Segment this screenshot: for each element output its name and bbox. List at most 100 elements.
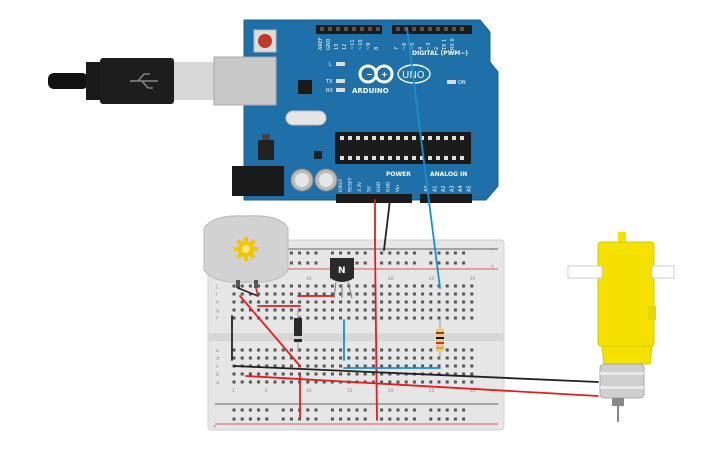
breadboard-hole [388,372,392,376]
breadboard-hole [412,300,416,304]
wire-red-diagonal [239,295,301,367]
breadboard-hole [281,364,285,368]
wire-black-motor-long [233,365,599,383]
breadboard-hole [273,292,277,296]
breadboard-hole [314,316,318,320]
gear-icon [234,237,258,261]
breadboard-hole [371,372,375,376]
breadboard-hole [273,316,277,320]
breadboard-hole [412,308,416,312]
breadboard-hole [363,316,367,320]
top-pin-label: RX 0 [450,38,456,50]
capacitors [290,168,338,192]
breadboard-hole [314,356,318,360]
digital-label: DIGITAL (PWM~) [412,50,468,57]
breadboard-hole [437,372,441,376]
breadboard-hole [380,316,384,320]
breadboard-hole [453,284,457,288]
breadboard-hole [388,356,392,360]
dc-motor[interactable] [203,215,289,288]
breadboard-hole [248,284,252,288]
breadboard-hole [265,348,269,352]
breadboard-hole [462,372,466,376]
analog-pin-label: A3 [450,185,456,192]
breadboard-hole [347,348,351,352]
breadboard-hole [257,308,261,312]
breadboard-hole [248,308,252,312]
breadboard-hole [453,348,457,352]
rail-hole [363,408,367,412]
power-pin-label: 5V [367,185,373,192]
npn-transistor[interactable]: N [330,258,354,299]
breadboard-hole [453,308,457,312]
breadboard-hole [396,292,400,296]
breadboard-hole [355,356,359,360]
rail-hole [355,408,359,412]
rail-hole [289,417,293,421]
analog-header [420,194,472,203]
rail-hole [347,251,351,255]
breadboard-hole [322,348,326,352]
breadboard-hole [322,308,326,312]
rail-hole [298,261,302,265]
resistor[interactable] [436,320,444,360]
breadboard-hole [462,316,466,320]
rail-hole [462,261,466,265]
breadboard-hole [306,300,310,304]
breadboard-hole [445,316,449,320]
breadboard-hole [412,316,416,320]
rail-hole [429,261,433,265]
breadboard-hole [404,316,408,320]
rail-hole [281,408,285,412]
rail-hole [445,261,449,265]
row-letter: e [216,348,220,354]
breadboard-hole [371,284,375,288]
breadboard-hole [273,308,277,312]
reset-button[interactable] [253,29,277,53]
breadboard-hole [396,364,400,368]
breadboard-hole [306,316,310,320]
breadboard-hole [453,364,457,368]
usb-chip [298,80,312,94]
breadboard-hole [453,316,457,320]
breadboard-hole [355,284,359,288]
breadboard-hole [298,308,302,312]
rail-hole [265,408,269,412]
breadboard-hole [429,308,433,312]
breadboard-hole [404,356,408,360]
breadboard-hole [380,380,384,384]
breadboard-hole [240,292,244,296]
rail-hole [257,408,261,412]
row-letter: h [216,300,220,306]
breadboard-hole [396,308,400,312]
breadboard-hole [306,348,310,352]
breadboard-hole [453,292,457,296]
breadboard-hole [380,356,384,360]
breadboard-hole [330,284,334,288]
wires[interactable] [231,27,599,421]
breadboard-hole [281,300,285,304]
breadboard-hole [281,356,285,360]
breadboard-hole [396,316,400,320]
on-led [447,80,456,84]
usb-port [213,56,277,106]
breadboard-hole [298,356,302,360]
breadboard-hole [248,372,252,376]
column-label: 30 [470,388,476,394]
breadboard-hole [462,348,466,352]
rail-hole [314,408,318,412]
diode[interactable] [294,310,302,352]
rail-hole [363,417,367,421]
breadboard-hole [322,364,326,368]
breadboard-hole [347,300,351,304]
top-pin-label: AREF [318,37,324,50]
top-pin-label: ~11 [350,39,356,50]
yellow-gear-motor[interactable] [567,232,675,422]
usb-cable[interactable] [48,58,218,104]
breadboard-hole [421,348,425,352]
breadboard-hole [412,364,416,368]
breadboard-hole [445,284,449,288]
breadboard-hole [445,348,449,352]
rail-hole [347,417,351,421]
